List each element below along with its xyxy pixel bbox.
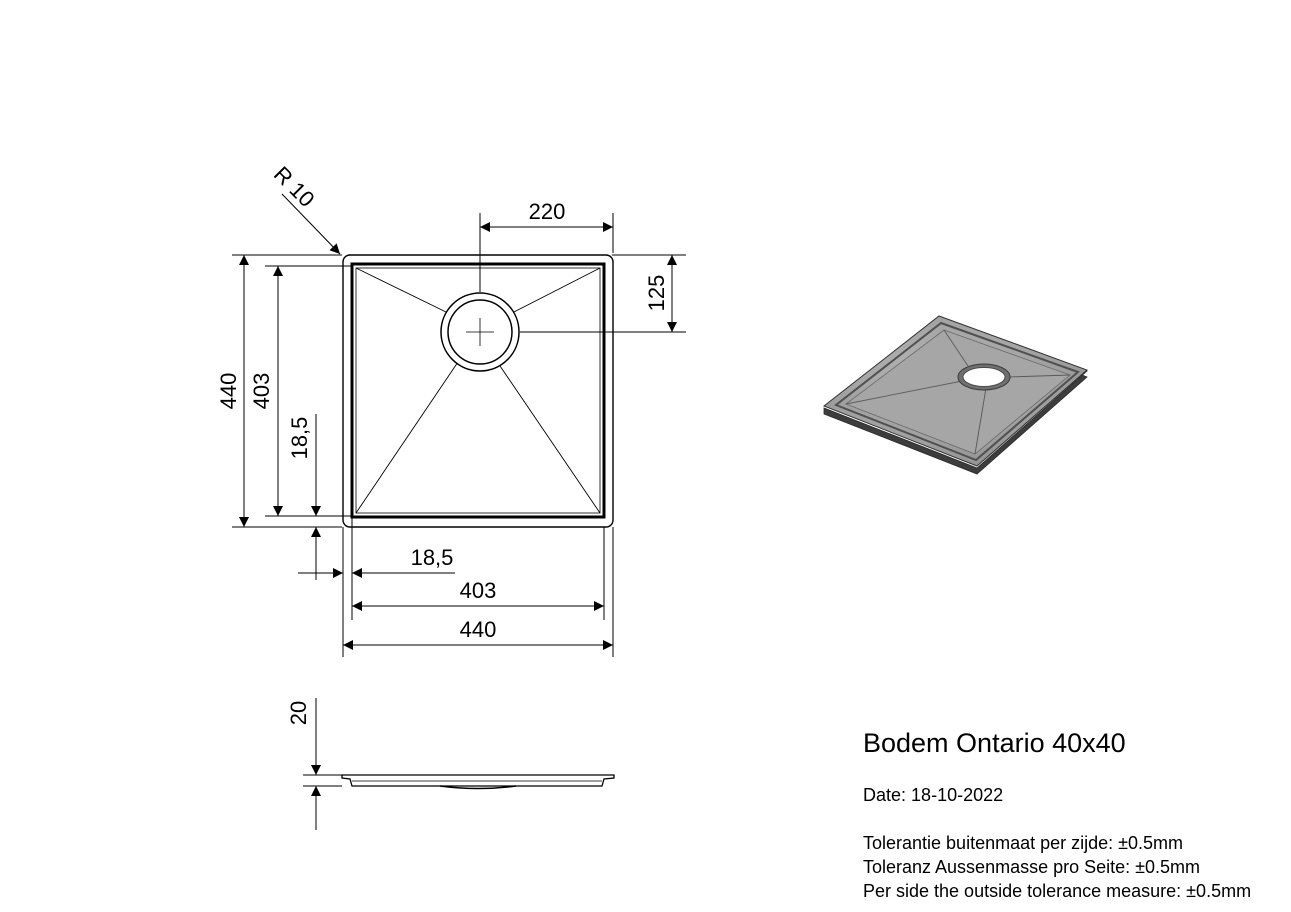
tolerance-english: Per side the outside tolerance measure: … xyxy=(863,881,1252,901)
dim-margin-vertical: 18,5 xyxy=(287,417,312,460)
dim-outer-height: 440 xyxy=(216,373,241,410)
date-label: Date: xyxy=(863,785,907,805)
dim-margin-horizontal: 18,5 xyxy=(411,545,454,570)
tolerance-dutch: Tolerantie buitenmaat per zijde: ±0.5mm xyxy=(863,833,1184,853)
plan-view xyxy=(342,254,614,528)
dim-drain-offset-y: 125 xyxy=(644,275,669,312)
tolerance-german: Toleranz Aussenmasse pro Seite: ±0.5mm xyxy=(863,857,1201,877)
side-profile xyxy=(341,774,615,787)
date-line: Date: 18-10-2022 xyxy=(863,785,1003,806)
product-title: Bodem Ontario 40x40 xyxy=(863,728,1126,758)
slope-lines xyxy=(355,267,601,514)
dim-drain-offset-x: 220 xyxy=(529,199,566,224)
dim-outer-width: 440 xyxy=(460,617,497,642)
dimension-lines xyxy=(232,193,686,657)
dim-inner-height: 403 xyxy=(249,373,274,410)
date-value: 18-10-2022 xyxy=(911,785,1004,805)
side-view xyxy=(303,698,615,830)
dim-radius: R 10 xyxy=(269,161,320,212)
inner-outline xyxy=(350,262,606,519)
product-render xyxy=(823,315,1088,475)
dim-depth: 20 xyxy=(286,701,311,725)
dimension-labels: R 10 220 125 440 403 18,5 18,5 403 440 2… xyxy=(216,161,669,725)
dim-inner-width: 403 xyxy=(460,578,497,603)
outer-outline xyxy=(342,254,614,528)
